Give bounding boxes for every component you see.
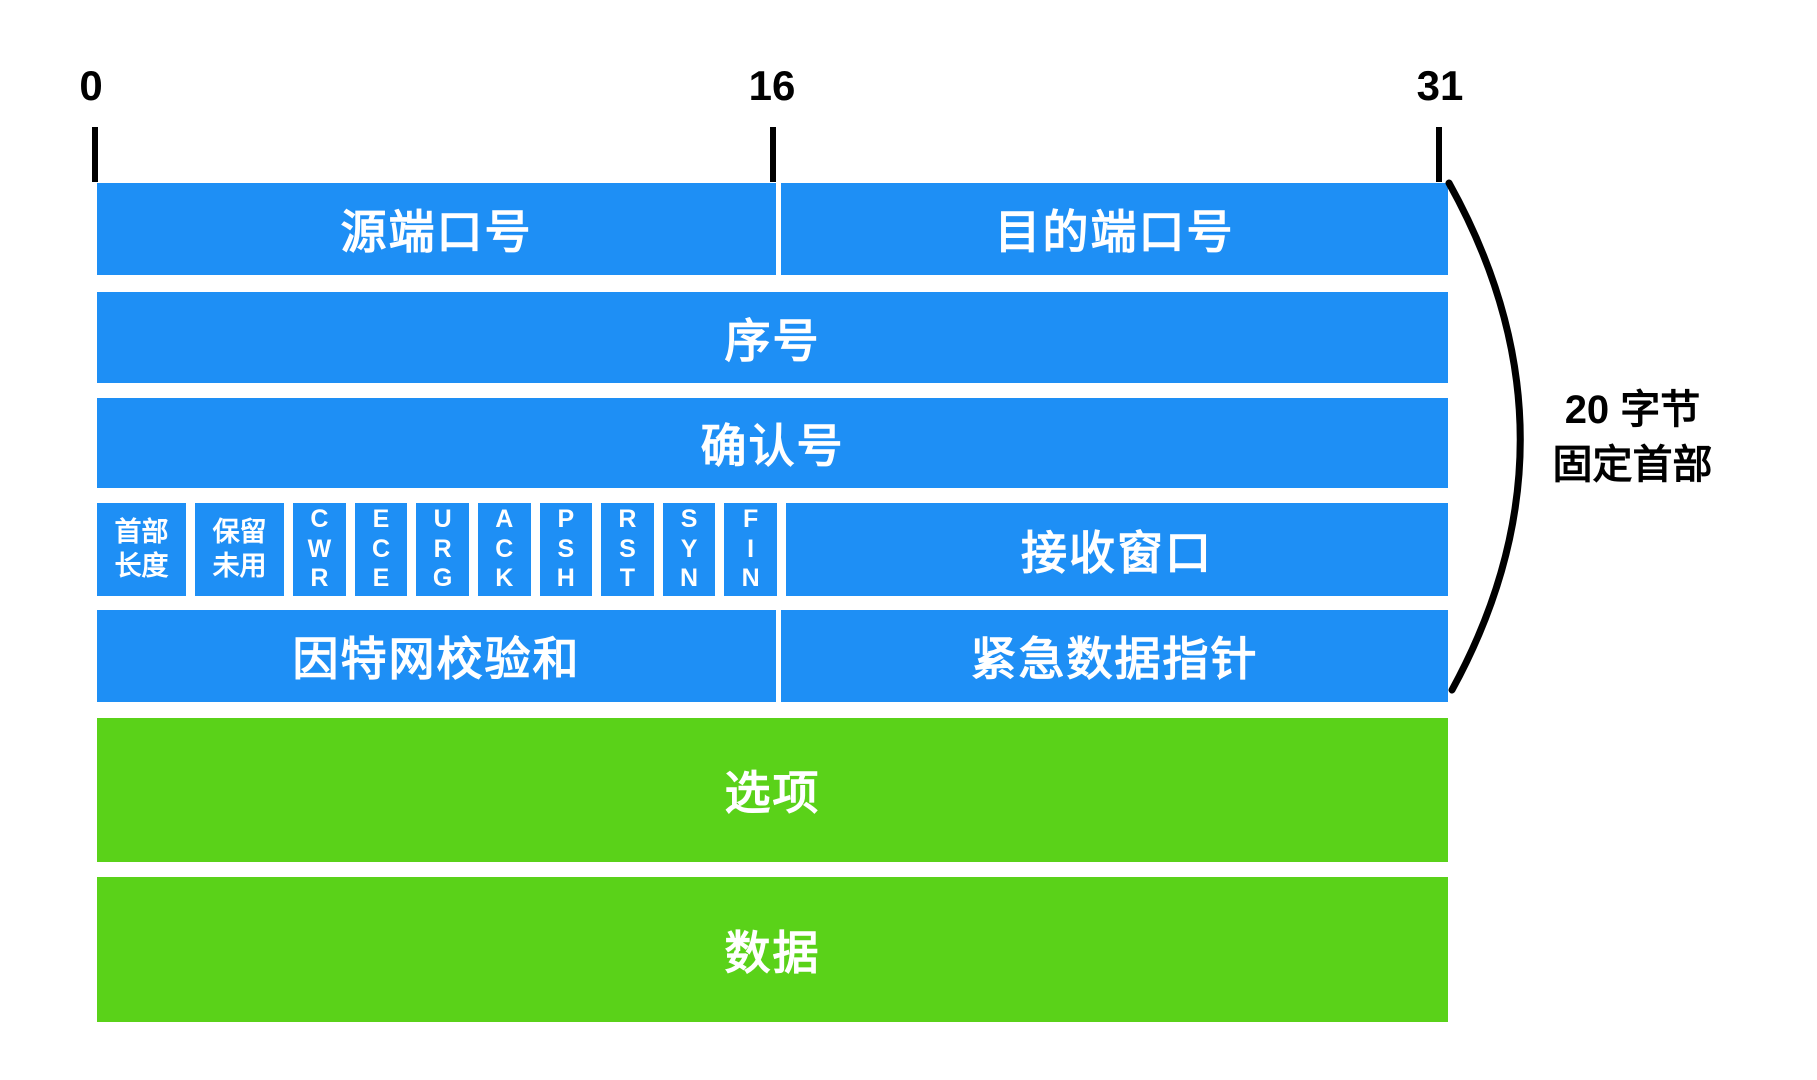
cell-flag-syn: S Y N [662, 503, 716, 596]
cell-ack-number: 确认号 [97, 398, 1448, 488]
fixed-header-annotation: 20 字节 固定首部 [1540, 383, 1725, 493]
cell-header-length: 首部 长度 [97, 503, 187, 596]
tick-mark-0 [92, 127, 98, 182]
cell-flag-urg: U R G [416, 503, 469, 596]
cell-source-port: 源端口号 [97, 183, 776, 275]
cell-reserved: 保留 未用 [195, 503, 285, 596]
fixed-header-brace-arc-icon [1445, 179, 1524, 694]
cell-flag-ack: A C K [477, 503, 531, 596]
row-ack-number: 确认号 [97, 398, 1448, 488]
cell-flag-psh: P S H [539, 503, 593, 596]
bit-label-31: 31 [1416, 62, 1464, 109]
row-data: 数据 [97, 877, 1448, 1022]
cell-flag-ece: E C E [354, 503, 408, 596]
cell-urgent-pointer: 紧急数据指针 [781, 610, 1448, 702]
bit-label-16: 16 [748, 62, 796, 109]
row-options: 选项 [97, 718, 1448, 862]
cell-options: 选项 [97, 718, 1448, 862]
row-ports: 源端口号 目的端口号 [97, 183, 1448, 275]
row-checksum: 因特网校验和 紧急数据指针 [97, 610, 1448, 702]
bit-label-0: 0 [79, 62, 103, 109]
cell-flag-fin: F I N [724, 503, 777, 596]
annotation-line-2: 固定首部 [1552, 443, 1713, 487]
tick-mark-16 [770, 127, 776, 182]
cell-receive-window: 接收窗口 [785, 503, 1448, 596]
cell-dest-port: 目的端口号 [781, 183, 1448, 275]
cell-sequence-number: 序号 [97, 292, 1448, 383]
cell-flag-cwr: C W R [293, 503, 346, 596]
cell-flag-rst: R S T [601, 503, 654, 596]
annotation-line-1: 20 字节 [1564, 388, 1701, 432]
row-flags: 首部 长度 保留 未用 C W R E C E U R G A C K P S … [97, 503, 1448, 596]
row-sequence-number: 序号 [97, 292, 1448, 383]
tick-mark-31 [1436, 127, 1442, 182]
cell-data: 数据 [97, 877, 1448, 1022]
cell-internet-checksum: 因特网校验和 [97, 610, 776, 702]
